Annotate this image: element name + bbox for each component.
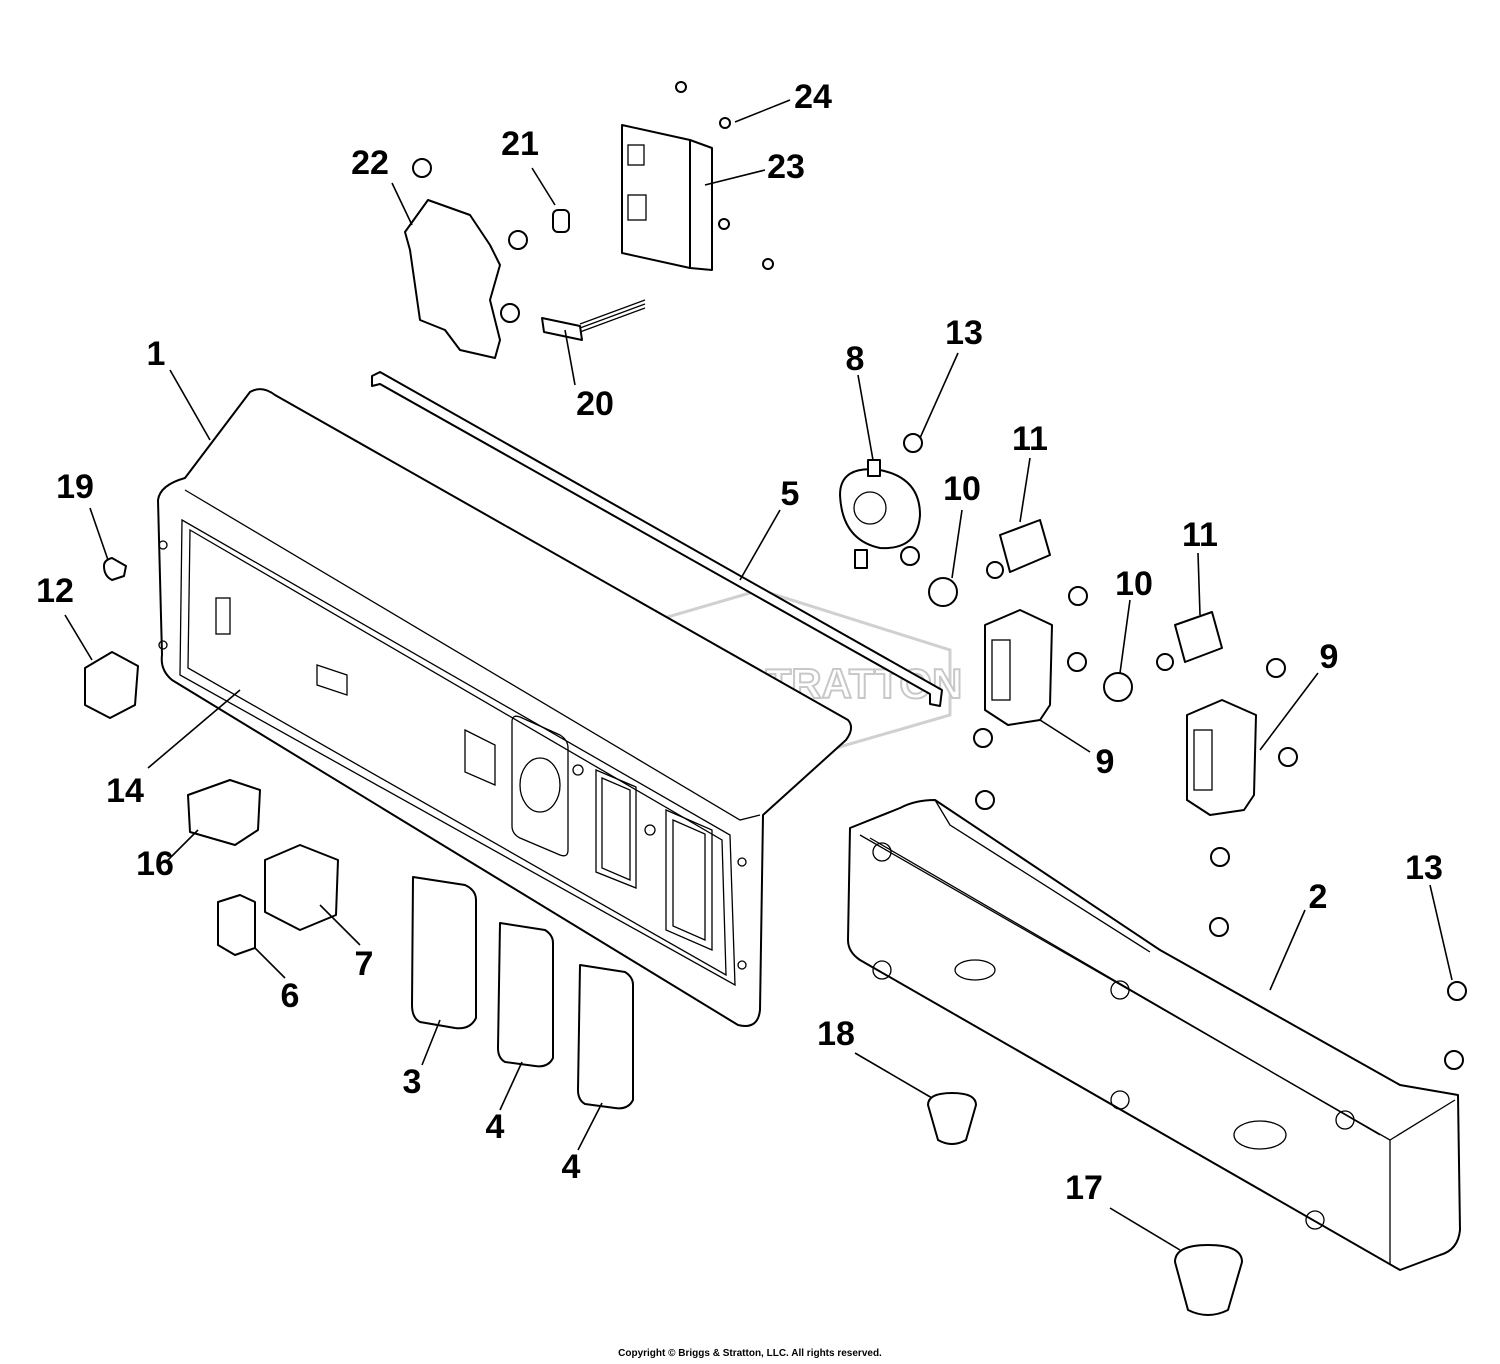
rocker-switch-part [84,651,139,719]
knob-part [1103,672,1133,702]
bracket-part [404,199,501,359]
grommet-part [1174,1244,1243,1316]
callout-12: 12 [36,572,74,610]
callout-24: 24 [794,78,832,116]
callout-5: 5 [781,475,800,513]
callout-13: 13 [1405,849,1443,887]
callout-9: 9 [1096,743,1115,781]
connector-part [541,299,646,341]
outlet-cover-part [577,964,634,1110]
gfci-outlet-part [1186,699,1257,816]
gasket-strip-part [371,371,943,707]
circuit-board-part [621,124,713,271]
callout-18: 18 [817,1015,855,1053]
callout-11: 11 [1012,420,1048,458]
outlet-cover-part [411,876,477,1030]
callout-4: 4 [486,1108,505,1146]
callout-23: 23 [767,148,805,186]
circuit-breaker-part [1156,611,1223,671]
nuts-part [412,158,1467,1070]
gfci-outlet-part [984,609,1053,726]
callout-10: 10 [943,470,981,508]
leader-lines [64,99,1453,1251]
callout-10: 10 [1115,565,1153,603]
twist-lock-receptacle-part [839,459,921,569]
pin-part [552,209,570,233]
callout-13: 13 [945,314,983,352]
screw-part [103,557,127,581]
screws-part [675,81,774,270]
callout-7: 7 [355,945,374,983]
switch-cover-part [217,894,256,956]
callout-21: 21 [501,125,539,163]
callout-1: 1 [147,335,166,373]
outlet-box-part [847,799,1461,1271]
callout-3: 3 [403,1063,422,1101]
callout-11: 11 [1182,516,1218,554]
outlet-cover-part [497,922,554,1068]
callout-8: 8 [846,340,865,378]
copyright-notice: Copyright © Briggs & Stratton, LLC. All … [618,1348,882,1359]
callout-14: 14 [106,772,144,810]
callout-9: 9 [1320,638,1339,676]
callout-19: 19 [56,468,94,506]
callout-2: 2 [1309,878,1328,916]
callout-22: 22 [351,144,389,182]
control-panel-part [157,388,852,1027]
callout-4: 4 [562,1148,581,1186]
callout-16: 16 [136,845,174,883]
callout-20: 20 [576,385,614,423]
grommet-part [927,1092,977,1145]
callout-6: 6 [281,977,300,1015]
circuit-breaker-part [986,519,1051,579]
callout-17: 17 [1065,1169,1103,1207]
switch-part [264,844,339,931]
hour-meter-part [187,779,261,846]
callout-labels: 1 2 3 4 4 5 6 7 8 9 9 10 10 11 11 12 13 … [36,78,1443,1207]
knob-part [928,577,958,607]
